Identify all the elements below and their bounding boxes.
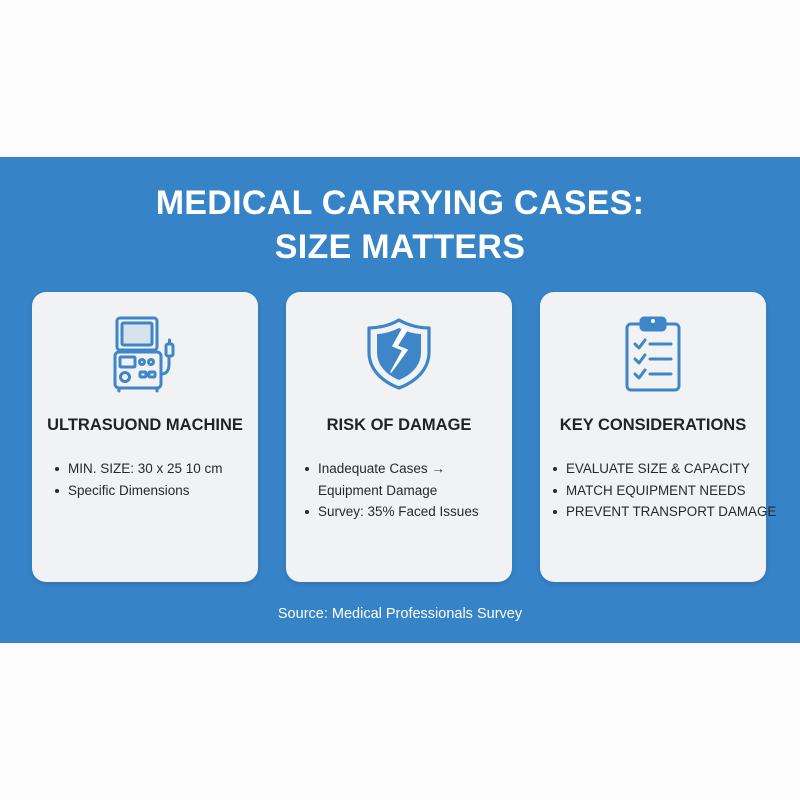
source-caption: Source: Medical Professionals Survey [277, 606, 523, 622]
card-title: KEY CONSIDERATIONS [559, 416, 747, 434]
bullet-item: MIN. SIZE: 30 x 25 10 cm [54, 458, 223, 480]
title-line-1: MEDICAL CARRYING CASES: [155, 184, 645, 222]
bullet-item: Specific Dimensions [54, 480, 223, 502]
bullet-list: MIN. SIZE: 30 x 25 10 cm Specific Dimens… [54, 458, 223, 501]
bullet-line: Inadequate Cases → [318, 461, 445, 476]
bullet-item: MATCH EQUIPMENT NEEDS [552, 480, 776, 502]
card-key-considerations: KEY CONSIDERATIONS EVALUATE SIZE & CAPAC… [540, 292, 776, 582]
bullet-item: Inadequate Cases → Equipment Damage [304, 458, 479, 501]
bullet-item: Survey: 35% Faced Issues [304, 501, 479, 523]
bullet-item: EVALUATE SIZE & CAPACITY [552, 458, 776, 480]
card-title: RISK OF DAMAGE [326, 416, 472, 434]
blue-banner: MEDICAL CARRYING CASES: SIZE MATTERS [0, 157, 800, 643]
bullet-line: Equipment Damage [318, 482, 438, 498]
bullet-list: EVALUATE SIZE & CAPACITY MATCH EQUIPMENT… [552, 458, 776, 523]
clipboard-checklist-icon [540, 314, 766, 394]
bullet-item: PREVENT TRANSPORT DAMAGE [552, 501, 776, 523]
card-title: ULTRASUOND MACHINE [47, 416, 243, 434]
card-ultrasound-machine: ULTRASUOND MACHINE MIN. SIZE: 30 x 25 10… [32, 292, 258, 582]
title-line-2: SIZE MATTERS [274, 228, 526, 266]
ultrasound-machine-icon [32, 314, 258, 394]
card-risk-of-damage: RISK OF DAMAGE Inadequate Cases → Equipm… [286, 292, 512, 582]
broken-shield-icon [286, 314, 512, 394]
bullet-list: Inadequate Cases → Equipment Damage Surv… [304, 458, 479, 523]
